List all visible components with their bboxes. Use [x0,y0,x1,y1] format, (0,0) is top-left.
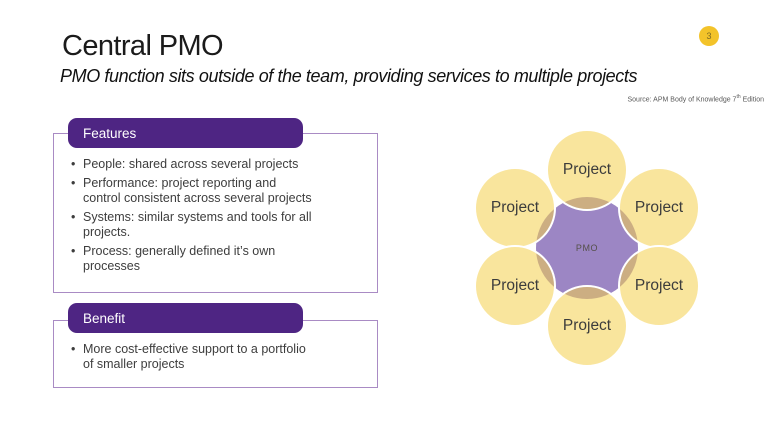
slide-title: Central PMO [62,30,224,62]
project-node: Project [546,285,628,367]
benefit-header-label: Benefit [83,310,126,326]
features-header-label: Features [83,125,137,141]
source-superscript: th [736,94,741,100]
project-node: Project [618,167,700,249]
source-text-suffix: Edition [740,96,764,104]
page-number-badge: 3 [699,26,719,46]
feature-item: Process: generally defined it’s own proc… [70,244,366,274]
project-node: Project [618,245,700,327]
feature-item: Systems: similar systems and tools for a… [70,210,366,240]
source-text: Source: APM Body of Knowledge 7 [627,96,737,104]
features-header: Features [68,118,303,148]
pmo-hub-label: PMO [575,243,599,253]
page-number: 3 [706,31,712,41]
benefit-item: More cost-effective support to a portfol… [70,342,366,372]
features-list: People: shared across several projects P… [70,157,366,279]
benefit-list: More cost-effective support to a portfol… [70,342,366,376]
project-node: Project [474,167,556,249]
feature-item: People: shared across several projects [70,157,366,172]
project-node: Project [474,245,556,327]
feature-item: Performance: project reporting and contr… [70,176,366,206]
slide-subtitle: PMO function sits outside of the team, p… [60,66,638,86]
project-node: Project [546,129,628,211]
benefit-header: Benefit [68,303,303,333]
source-citation: Source: APM Body of Knowledge 7th Editio… [628,94,765,103]
pmo-diagram: PMO Project Project Project Project Proj… [440,118,750,378]
